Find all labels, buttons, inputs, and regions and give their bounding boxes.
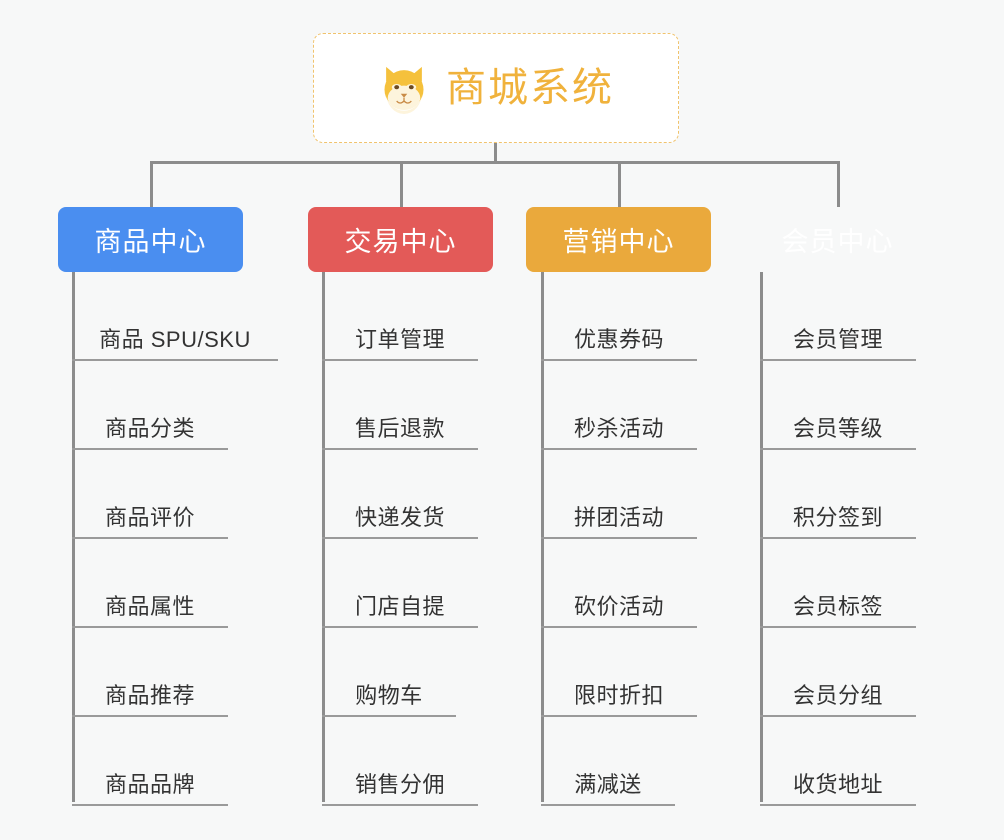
leaf-label: 积分签到 xyxy=(792,504,883,530)
leaf-item[interactable]: 商品 SPU/SKU xyxy=(72,272,278,361)
leaf-label: 销售分佣 xyxy=(354,771,445,797)
leaf-item[interactable]: 销售分佣 xyxy=(322,717,478,806)
leaf-label: 优惠券码 xyxy=(573,326,664,352)
leaf-item[interactable]: 会员管理 xyxy=(760,272,916,361)
root-title: 商城系统 xyxy=(446,66,614,110)
leaf-label: 商品分类 xyxy=(104,415,195,441)
branch-node-1-label: 商品中心 xyxy=(94,227,207,257)
leaf-label: 会员等级 xyxy=(792,415,883,441)
leaf-label: 拼团活动 xyxy=(573,504,664,530)
leaf-label: 商品 SPU/SKU xyxy=(99,326,251,352)
leaf-item[interactable]: 收货地址 xyxy=(760,717,916,806)
leaf-item[interactable]: 商品分类 xyxy=(72,361,228,450)
connector-drop-2 xyxy=(400,161,403,207)
leaf-item[interactable]: 商品属性 xyxy=(72,539,228,628)
leaf-label: 满减送 xyxy=(574,771,642,797)
branch-node-3[interactable]: 营销中心 xyxy=(526,207,711,272)
leaf-label: 限时折扣 xyxy=(573,682,664,708)
leaf-label: 商品推荐 xyxy=(104,682,195,708)
branch-node-4[interactable]: 会员中心 xyxy=(745,207,930,272)
leaf-label: 快递发货 xyxy=(354,504,445,530)
leaf-item[interactable]: 售后退款 xyxy=(322,361,478,450)
leaf-label: 商品品牌 xyxy=(104,771,195,797)
leaf-item[interactable]: 购物车 xyxy=(322,628,456,717)
leaf-item[interactable]: 优惠券码 xyxy=(541,272,697,361)
branch-node-1[interactable]: 商品中心 xyxy=(58,207,243,272)
shiba-dog-icon xyxy=(384,66,424,114)
leaf-item[interactable]: 商品推荐 xyxy=(72,628,228,717)
branch-node-2-label: 交易中心 xyxy=(344,227,457,257)
connector-drop-4 xyxy=(837,161,840,207)
branch-node-3-label: 营销中心 xyxy=(562,227,675,257)
connector-root-stem xyxy=(494,143,497,164)
leaf-item[interactable]: 积分签到 xyxy=(760,450,916,539)
leaf-label: 会员标签 xyxy=(792,593,883,619)
leaf-item[interactable]: 会员等级 xyxy=(760,361,916,450)
leaf-item[interactable]: 商品评价 xyxy=(72,450,228,539)
branch-node-4-label: 会员中心 xyxy=(781,227,894,257)
connector-drop-3 xyxy=(618,161,621,207)
leaf-item[interactable]: 满减送 xyxy=(541,717,675,806)
leaf-item[interactable]: 拼团活动 xyxy=(541,450,697,539)
leaf-item[interactable]: 门店自提 xyxy=(322,539,478,628)
leaf-item[interactable]: 商品品牌 xyxy=(72,717,228,806)
leaf-item[interactable]: 会员标签 xyxy=(760,539,916,628)
leaf-label: 商品评价 xyxy=(104,504,195,530)
leaf-item[interactable]: 快递发货 xyxy=(322,450,478,539)
leaf-label: 商品属性 xyxy=(104,593,195,619)
leaf-item[interactable]: 限时折扣 xyxy=(541,628,697,717)
connector-drop-1 xyxy=(150,161,153,207)
leaf-label: 门店自提 xyxy=(354,593,445,619)
leaf-label: 会员分组 xyxy=(792,682,883,708)
leaf-item[interactable]: 砍价活动 xyxy=(541,539,697,628)
leaf-label: 售后退款 xyxy=(354,415,445,441)
leaf-label: 秒杀活动 xyxy=(573,415,664,441)
root-node[interactable]: 商城系统 xyxy=(313,33,679,143)
leaf-label: 收货地址 xyxy=(792,771,883,797)
leaf-label: 会员管理 xyxy=(792,326,883,352)
leaf-label: 砍价活动 xyxy=(573,593,664,619)
leaf-item[interactable]: 会员分组 xyxy=(760,628,916,717)
leaf-label: 购物车 xyxy=(355,682,423,708)
leaf-item[interactable]: 订单管理 xyxy=(322,272,478,361)
leaf-item[interactable]: 秒杀活动 xyxy=(541,361,697,450)
leaf-label: 订单管理 xyxy=(354,326,445,352)
branch-node-2[interactable]: 交易中心 xyxy=(308,207,493,272)
connector-branch-bar xyxy=(150,161,840,164)
